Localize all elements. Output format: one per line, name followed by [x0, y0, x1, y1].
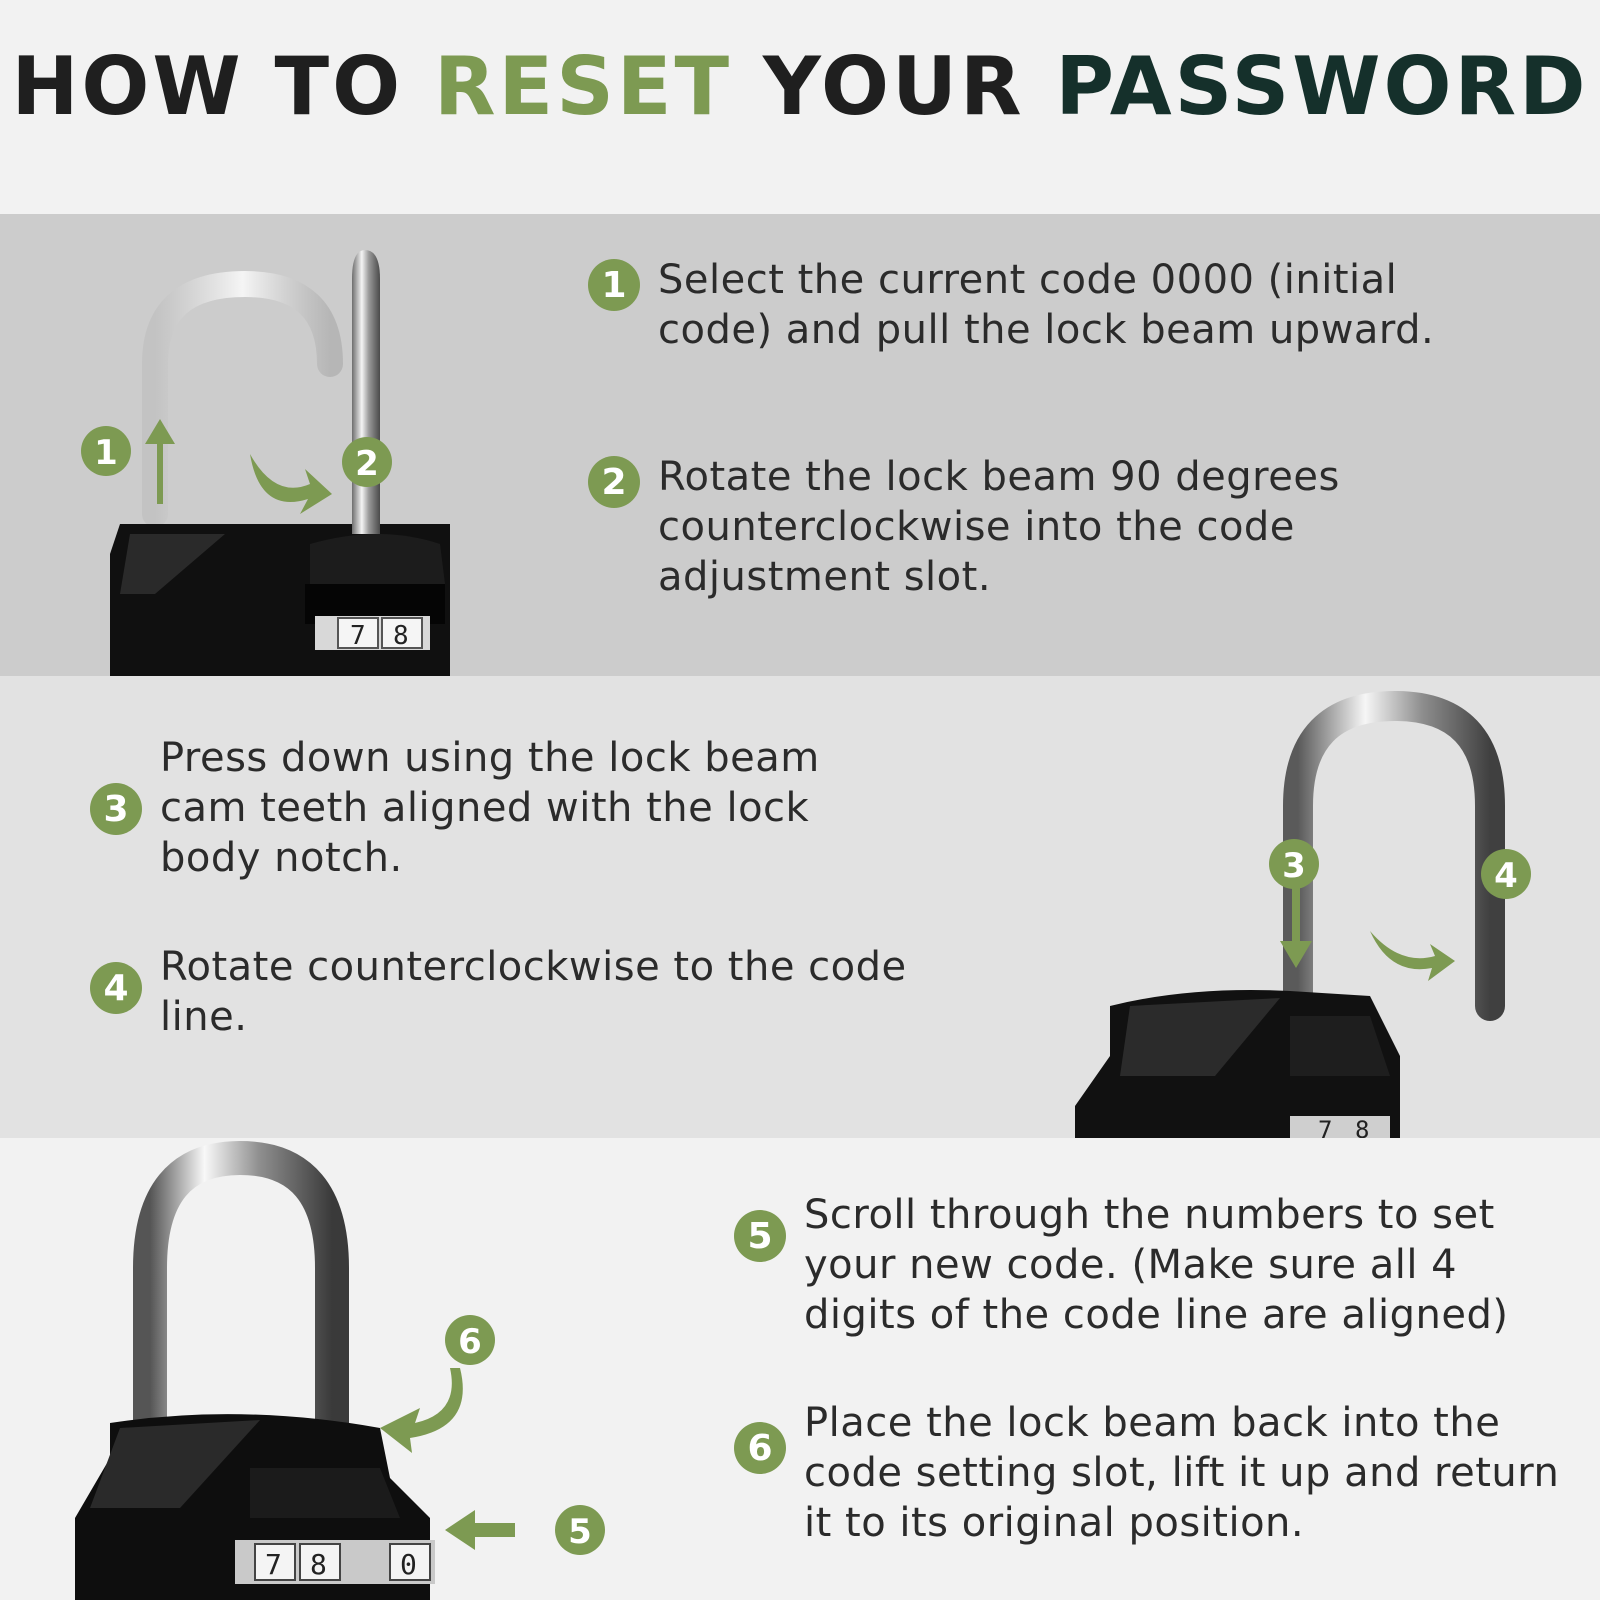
step-2-text: Rotate the lock beam 90 degrees counterc… — [658, 454, 1340, 600]
lock-shackle — [1283, 690, 1505, 1021]
svg-text:3: 3 — [1282, 846, 1306, 886]
step-4: 4 Rotate counterclockwise to the code li… — [90, 942, 910, 1042]
title-part-password: PASSWORD — [1055, 40, 1589, 133]
arrow-up-icon — [145, 419, 175, 504]
badge-step-1-icon — [81, 426, 131, 476]
dial-digit-7: 7 — [350, 621, 366, 651]
badge-step-2-icon — [342, 437, 392, 487]
svg-text:2: 2 — [355, 444, 379, 484]
step-5-badge: 5 — [734, 1210, 786, 1262]
svg-text:4: 4 — [1494, 856, 1518, 896]
step-3-text: Press down using the lock beam cam teeth… — [160, 735, 820, 881]
lock-shackle — [133, 1140, 349, 1438]
arrow-down-icon — [1280, 876, 1312, 968]
dial-digit-8: 8 — [393, 621, 409, 651]
code-dial — [1290, 1116, 1390, 1138]
step-5: 5 Scroll through the numbers to set your… — [734, 1190, 1570, 1340]
dial-digit-8: 8 — [310, 1548, 327, 1581]
badge-step-3-icon — [1269, 839, 1319, 889]
step-1-badge: 1 — [588, 259, 640, 311]
arrow-curve-icon — [380, 1368, 463, 1453]
badge-step-6-icon — [445, 1315, 495, 1365]
svg-text:1: 1 — [94, 433, 118, 473]
step-5-text: Scroll through the numbers to set your n… — [804, 1192, 1509, 1338]
step-6-text: Place the lock beam back into the code s… — [804, 1400, 1560, 1546]
step-2-badge: 2 — [588, 456, 640, 508]
step-4-badge: 4 — [90, 962, 142, 1014]
arrow-left-icon — [445, 1510, 515, 1550]
lock-illustration-steps-3-4: 7 8 3 4 — [1040, 676, 1560, 1138]
step-2: 2 Rotate the lock beam 90 degrees counte… — [588, 452, 1458, 602]
title-part-your: YOUR — [732, 40, 1056, 133]
dial-digit-7: 7 — [1318, 1116, 1332, 1138]
title-part-how-to: HOW TO — [11, 40, 434, 133]
lock-illustration-steps-1-2: 7 8 1 2 — [60, 214, 520, 676]
svg-text:5: 5 — [568, 1512, 592, 1552]
badge-step-4-icon — [1481, 849, 1531, 899]
arrow-curve-icon — [250, 454, 332, 514]
dial-digit-7: 7 — [265, 1548, 282, 1581]
lock-shackle — [352, 250, 380, 534]
badge-step-5-icon — [555, 1505, 605, 1555]
step-1: 1 Select the current code 0000 (initial … — [588, 255, 1458, 355]
step-1-text: Select the current code 0000 (initial co… — [658, 257, 1435, 353]
page-title: HOW TO RESET YOUR PASSWORD — [0, 40, 1600, 133]
step-3: 3 Press down using the lock beam cam tee… — [90, 733, 910, 883]
step-6: 6 Place the lock beam back into the code… — [734, 1398, 1570, 1548]
title-part-reset: RESET — [433, 40, 733, 133]
svg-text:6: 6 — [458, 1322, 482, 1362]
ghost-shackle — [142, 270, 343, 527]
dial-digit-0: 0 — [400, 1548, 417, 1581]
step-6-badge: 6 — [734, 1422, 786, 1474]
dial-digit-8: 8 — [1355, 1116, 1369, 1138]
arrow-curve-icon — [1370, 931, 1455, 981]
step-4-text: Rotate counterclockwise to the code line… — [160, 944, 907, 1040]
lock-illustration-steps-5-6: 7 8 0 6 5 — [60, 1138, 620, 1600]
step-3-badge: 3 — [90, 783, 142, 835]
